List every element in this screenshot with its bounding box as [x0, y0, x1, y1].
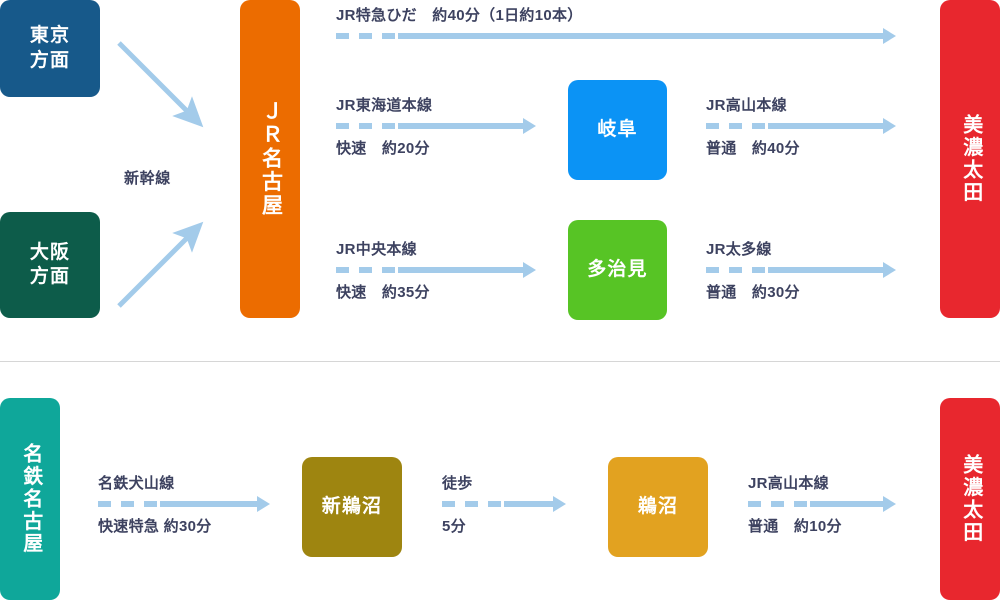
- route-chuo-leg1: JR中央本線 快速 約35分: [336, 241, 536, 301]
- meitetsu-leg1-line-label: 名鉄犬山線: [98, 475, 175, 492]
- station-tokyo[interactable]: 東京 方面: [0, 0, 100, 97]
- station-gifu[interactable]: 岐阜: [568, 80, 667, 180]
- route-taita-leg2-line-label: JR太多線: [706, 241, 772, 258]
- meitetsu-leg3-line-label: JR高山本線: [748, 475, 829, 492]
- route-taita-leg2-arrow: [706, 262, 896, 278]
- meitetsu-leg3: JR高山本線 普通 約10分: [748, 475, 896, 535]
- route-hida: JR特急ひだ 約40分（1日約10本）: [336, 7, 896, 44]
- shinkansen-label: 新幹線: [124, 170, 171, 187]
- shinkansen-arrow-from-osaka: [117, 221, 204, 308]
- station-unuma[interactable]: 鵜沼: [608, 457, 708, 557]
- route-hida-line-label: JR特急ひだ 約40分（1日約10本）: [336, 7, 583, 24]
- meitetsu-leg1-arrow: [98, 496, 270, 512]
- meitetsu-leg1-service-label: 快速特急 約30分: [98, 518, 212, 535]
- section-divider: [0, 361, 1000, 362]
- route-takayama-leg2: JR高山本線 普通 約40分: [706, 97, 896, 157]
- meitetsu-leg2-walk: 徒歩 5分: [442, 475, 566, 535]
- route-tokaido-leg1-line-label: JR東海道本線: [336, 97, 433, 114]
- route-taita-leg2-service-label: 普通 約30分: [706, 284, 800, 301]
- route-tokaido-leg1: JR東海道本線 快速 約20分: [336, 97, 536, 157]
- station-jr-nagoya[interactable]: ＪＲ名古屋: [240, 0, 300, 318]
- meitetsu-leg2-service-label: 5分: [442, 518, 466, 535]
- route-chuo-leg1-line-label: JR中央本線: [336, 241, 417, 258]
- route-hida-arrow: [336, 28, 896, 44]
- station-osaka[interactable]: 大阪 方面: [0, 212, 100, 318]
- meitetsu-leg3-service-label: 普通 約10分: [748, 518, 842, 535]
- station-mino-ota-meitetsu[interactable]: 美濃太田: [940, 398, 1000, 600]
- station-shin-unuma[interactable]: 新鵜沼: [302, 457, 402, 557]
- route-taita-leg2: JR太多線 普通 約30分: [706, 241, 896, 301]
- meitetsu-leg2-line-label: 徒歩: [442, 475, 473, 492]
- meitetsu-leg2-arrow: [442, 496, 566, 512]
- meitetsu-leg3-arrow: [748, 496, 896, 512]
- station-tajimi[interactable]: 多治見: [568, 220, 667, 320]
- station-meitetsu-nagoya[interactable]: 名鉄名古屋: [0, 398, 60, 600]
- station-mino-ota-jr[interactable]: 美濃太田: [940, 0, 1000, 318]
- route-takayama-leg2-arrow: [706, 118, 896, 134]
- route-tokaido-leg1-service-label: 快速 約20分: [336, 140, 430, 157]
- route-takayama-leg2-service-label: 普通 約40分: [706, 140, 800, 157]
- route-chuo-leg1-service-label: 快速 約35分: [336, 284, 430, 301]
- meitetsu-leg1: 名鉄犬山線 快速特急 約30分: [98, 475, 270, 535]
- route-chuo-leg1-arrow: [336, 262, 536, 278]
- route-takayama-leg2-line-label: JR高山本線: [706, 97, 787, 114]
- shinkansen-arrow-from-tokyo: [117, 41, 204, 128]
- route-tokaido-leg1-arrow: [336, 118, 536, 134]
